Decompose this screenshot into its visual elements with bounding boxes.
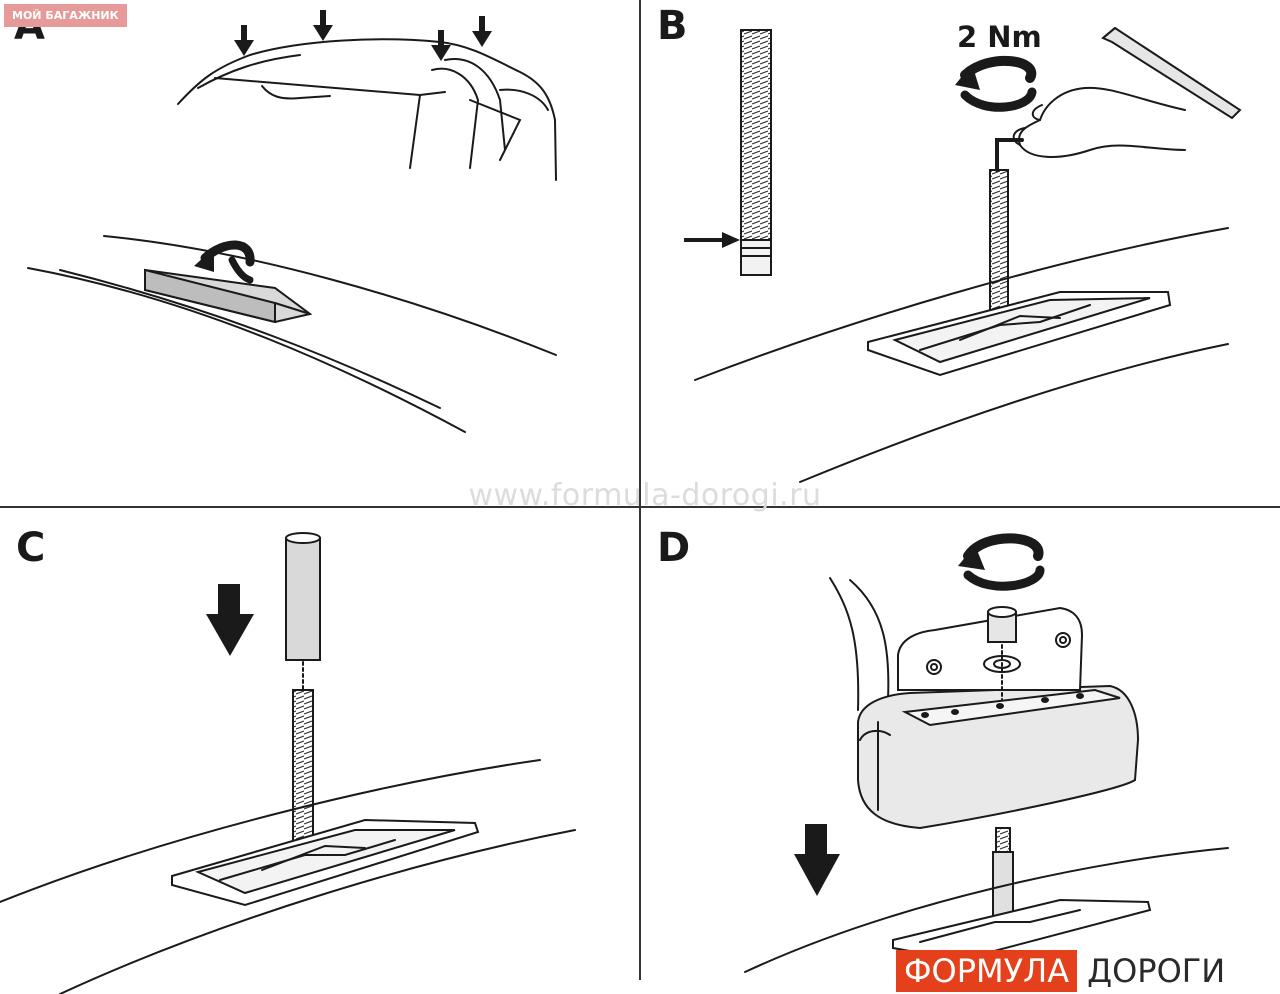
sleeve-tube <box>285 537 321 661</box>
panel-b <box>684 26 1242 483</box>
watermark-url: www.formula-dorogi.ru <box>468 478 822 513</box>
down-arrow-icon <box>234 10 492 61</box>
panel-a <box>27 10 557 433</box>
torque-label: 2 Nm <box>957 20 1042 54</box>
panel-label-c: C <box>16 525 46 571</box>
panel-label-d: D <box>657 525 691 571</box>
panel-d <box>744 533 1229 973</box>
panel-label-b: B <box>657 3 688 49</box>
brand-logo: ФОРМУЛА ДОРОГИ <box>896 950 1230 992</box>
rotate-arrow-icon <box>958 533 1045 591</box>
rotate-arrow-icon <box>194 240 255 284</box>
brand-part-1: ФОРМУЛА <box>896 950 1078 992</box>
panel-c <box>0 532 576 994</box>
down-arrow-icon <box>206 584 254 656</box>
pointer-arrow-icon <box>684 232 740 248</box>
rotate-arrow-icon <box>955 55 1037 112</box>
brand-part-2: ДОРОГИ <box>1077 950 1230 992</box>
down-arrow-icon <box>794 824 840 896</box>
nut-icon <box>983 606 1021 701</box>
corner-badge: МОЙ БАГАЖНИК <box>4 4 127 27</box>
hex-key-icon <box>1101 26 1242 120</box>
hand-icon <box>1018 86 1186 158</box>
